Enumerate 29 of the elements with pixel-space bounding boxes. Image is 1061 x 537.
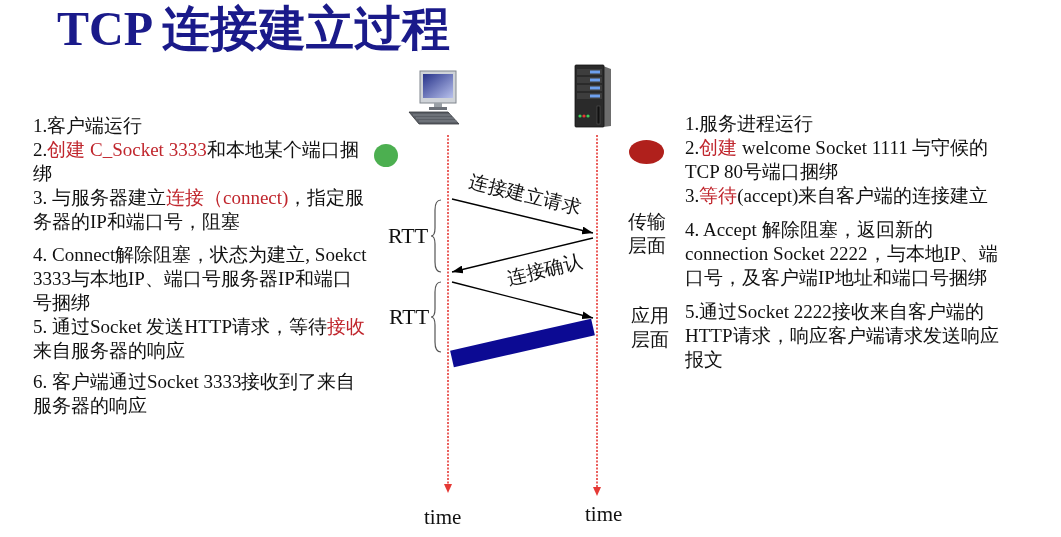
step-text: 5. 通过Socket 发送HTTP请求，等待接收来自服务器的响应: [33, 315, 366, 363]
lifeline: [593, 135, 601, 496]
step-text: 6. 客户端通过Socket 3333接收到了来自服务器的响应: [33, 370, 357, 418]
step-text: 3.等待(accept)来自客户端的连接建立: [685, 184, 990, 208]
lifeline: [444, 135, 452, 493]
step-text: 1.客户端运行: [33, 114, 144, 138]
edge-label: 连接建立请求: [466, 170, 583, 220]
time-axis-label: time: [585, 502, 623, 526]
step-text: 2.创建 welcome Socket 1111 与守候的TCP 80号端口捆绑: [685, 136, 990, 184]
layer-label: 应用层面: [631, 304, 670, 352]
step-text: 4. Connect解除阻塞，状态为建立, Soekct 3333与本地IP、端口号服务器IP和端口号捆绑: [33, 243, 368, 315]
status-dot-icon: [629, 140, 664, 164]
rtt-label: RTT: [388, 223, 429, 249]
step-text: 3. 与服务器建立连接（connect)，指定服务器的IP和端口号，阻塞: [33, 186, 366, 234]
title: TCP 连接建立过程: [57, 1, 451, 57]
edge-label: 连接确认: [505, 250, 584, 290]
data-transfer-band: [450, 318, 595, 368]
rtt-label: RTT: [389, 304, 430, 330]
layer-label: 传输层面: [628, 210, 667, 258]
arrow: [451, 281, 594, 320]
step-text: 4. Accept 解除阻塞，返回新的 connection Socket 2222，与本地IP、端口号，及客户端IP地址和端口号捆绑: [685, 218, 1000, 290]
step-text: 5.通过Socket 2222接收来自客户端的HTTP请求，响应客户端请求发送响应报文: [685, 300, 1000, 372]
arrow: [451, 198, 594, 235]
step-text: 1.服务进程运行: [685, 112, 815, 136]
arrow: [451, 237, 594, 274]
status-dot-icon: [374, 144, 398, 167]
time-axis-label: time: [424, 505, 462, 529]
server-tower-icon: [573, 64, 613, 128]
step-text: 2.创建 C_Socket 3333和本地某个端口捆绑: [33, 138, 360, 186]
